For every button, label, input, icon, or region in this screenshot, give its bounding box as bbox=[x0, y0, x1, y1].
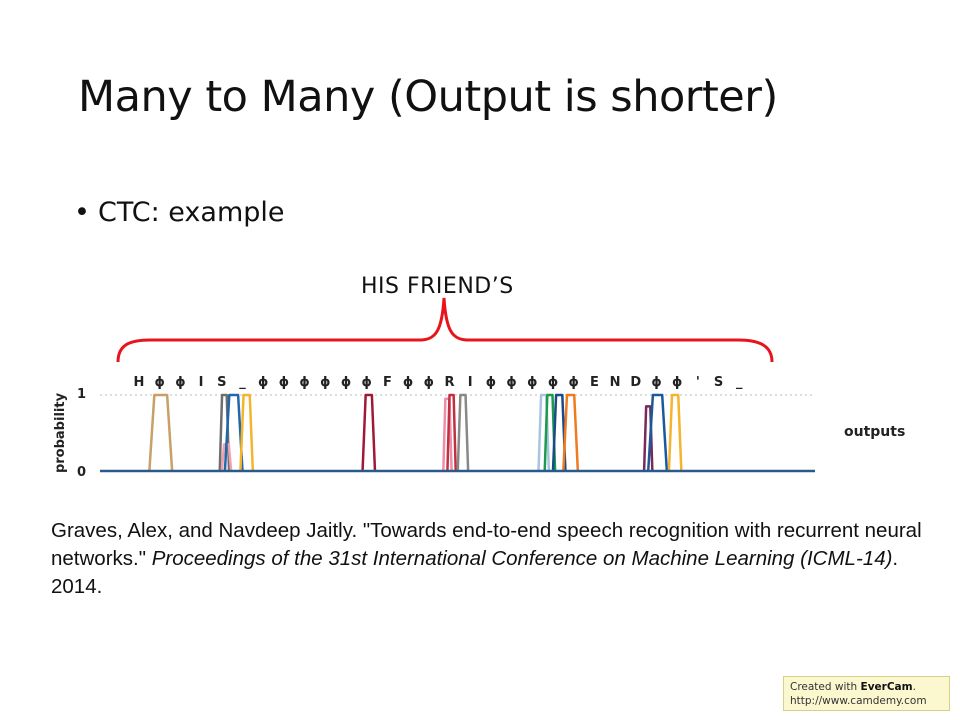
token-label: ϕ bbox=[569, 375, 579, 390]
bullet-text: CTC: example bbox=[98, 197, 285, 228]
token-label: N bbox=[610, 375, 621, 390]
bullet-dot: • bbox=[74, 197, 90, 228]
token-label: ϕ bbox=[424, 375, 434, 390]
token-label: ϕ bbox=[320, 375, 330, 390]
outputs-label: outputs bbox=[844, 424, 905, 440]
token-label: E bbox=[590, 375, 599, 390]
token-label: ϕ bbox=[506, 375, 516, 390]
token-label: I bbox=[468, 375, 473, 390]
spike-E bbox=[537, 393, 551, 472]
token-label: H bbox=[134, 375, 145, 390]
spike-I bbox=[456, 393, 470, 472]
token-label: ϕ bbox=[548, 375, 558, 390]
token-label: ' bbox=[696, 375, 700, 390]
token-label: _ bbox=[239, 375, 246, 390]
spike-R bbox=[442, 397, 453, 472]
token-label: I bbox=[199, 375, 204, 390]
citation-venue: Proceedings of the 31st International Co… bbox=[151, 547, 893, 570]
token-label: ϕ bbox=[341, 375, 351, 390]
token-label: ϕ bbox=[279, 375, 289, 390]
citation-year: . 2014. bbox=[51, 547, 899, 598]
token-label: ϕ bbox=[486, 375, 496, 390]
watermark-url: http://www.camdemy.com bbox=[790, 695, 927, 707]
spike-N bbox=[551, 393, 567, 472]
y-tick-1: 1 bbox=[77, 387, 86, 402]
token-label: ϕ bbox=[258, 375, 268, 390]
watermark-brand: EverCam bbox=[860, 681, 913, 693]
evercam-watermark: Created with EverCam. http://www.camdemy… bbox=[783, 676, 950, 711]
spike-space bbox=[239, 393, 255, 472]
token-label: ϕ bbox=[527, 375, 537, 390]
spike-space bbox=[667, 393, 683, 472]
citation: Graves, Alex, and Navdeep Jaitly. "Towar… bbox=[51, 517, 931, 601]
watermark-prefix: Created with bbox=[790, 681, 861, 693]
curly-brace-path bbox=[116, 297, 774, 363]
spike-F bbox=[361, 393, 377, 472]
token-label: S bbox=[714, 375, 723, 390]
token-label: ϕ bbox=[299, 375, 309, 390]
token-label: F bbox=[383, 375, 392, 390]
token-label: ϕ bbox=[362, 375, 372, 390]
token-label: ϕ bbox=[651, 375, 661, 390]
token-label: ϕ bbox=[672, 375, 682, 390]
spike-D bbox=[562, 393, 580, 472]
brace-label: HIS FRIEND’S bbox=[361, 274, 514, 299]
spike-S bbox=[223, 393, 244, 472]
spike-H bbox=[148, 393, 174, 472]
bullet-item: • CTC: example bbox=[74, 197, 285, 228]
token-label: D bbox=[630, 375, 641, 390]
token-label: ϕ bbox=[403, 375, 413, 390]
token-label: S bbox=[217, 375, 226, 390]
token-label: R bbox=[444, 375, 454, 390]
token-label: ϕ bbox=[155, 375, 165, 390]
citation-text: Graves, Alex, and Navdeep Jaitly. "Towar… bbox=[51, 519, 922, 570]
y-axis-label: probability bbox=[53, 392, 68, 473]
y-tick-0: 0 bbox=[77, 465, 86, 480]
token-label: _ bbox=[736, 375, 743, 390]
watermark-suffix: . bbox=[912, 681, 916, 693]
token-label: ϕ bbox=[175, 375, 185, 390]
spike-R bbox=[446, 393, 457, 472]
probability-spikes bbox=[148, 393, 683, 472]
spike-S bbox=[646, 393, 669, 472]
slide-title: Many to Many (Output is shorter) bbox=[78, 72, 778, 122]
